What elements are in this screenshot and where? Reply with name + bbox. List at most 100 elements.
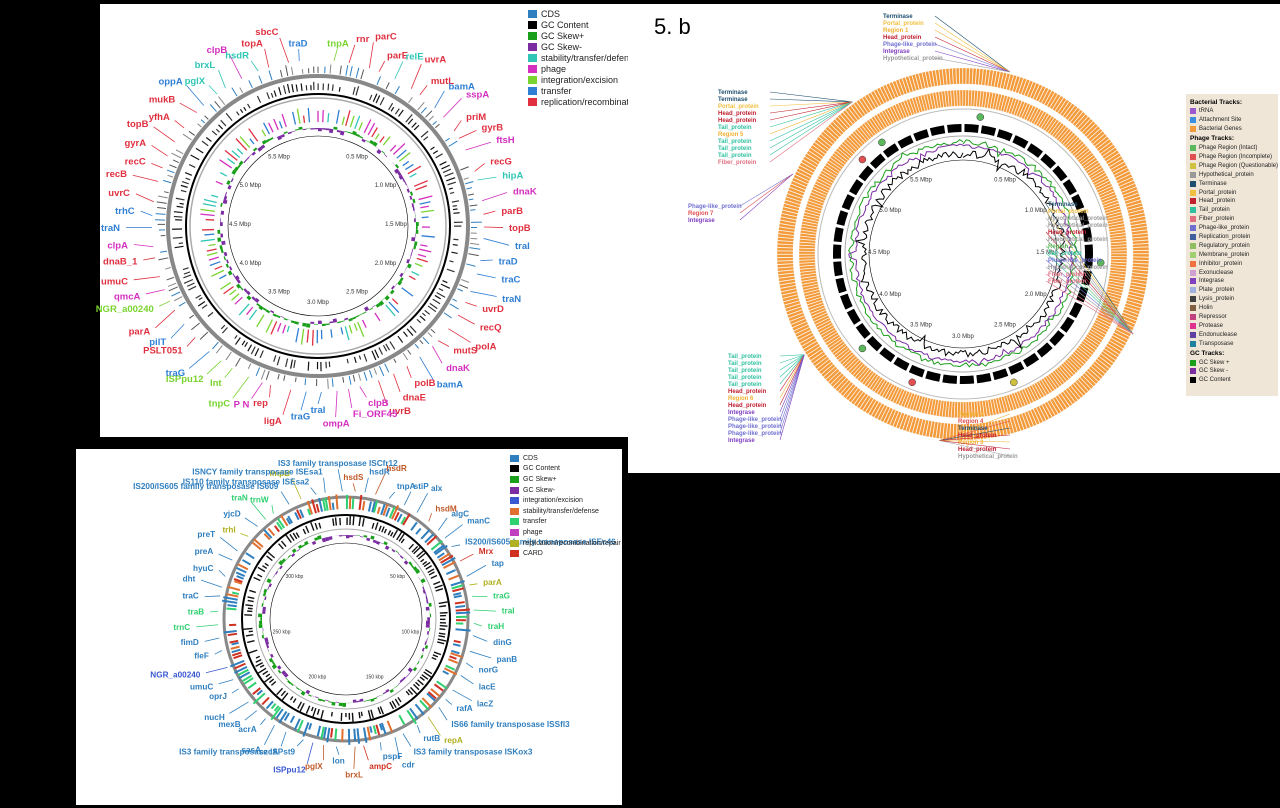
gc-skew (415, 222, 419, 226)
bacterial-gene (798, 248, 816, 252)
cds-feature (455, 611, 471, 615)
bacterial-gene (802, 286, 820, 294)
bacterial-gene (1125, 300, 1143, 308)
gc-bar (244, 341, 248, 348)
cds-feature (260, 369, 266, 380)
bacterial-gene (884, 383, 895, 400)
gene-label-leader (333, 48, 338, 61)
bacterial-gene (978, 422, 984, 440)
gene-label: clpA (107, 240, 128, 251)
bacterial-gene (899, 413, 908, 430)
cds-feature (248, 80, 253, 89)
gene-label-leader (473, 609, 496, 612)
gc-bar (259, 664, 265, 668)
gc-bar (405, 114, 413, 123)
gc-bar (263, 676, 273, 684)
bacterial-gene (832, 343, 847, 356)
scale-label: 2.5 Mbp (346, 290, 368, 296)
bacterial-gene (879, 381, 890, 397)
bacterial-gene (921, 396, 928, 414)
bacterial-gene (1110, 335, 1127, 346)
gc-skew (239, 286, 244, 291)
cds-feature (238, 671, 251, 680)
gene-label: pspF (383, 752, 403, 761)
mge-feature (408, 275, 416, 281)
gene-label: traD (499, 256, 518, 267)
bacterial-gene (886, 408, 896, 426)
bacterial-gene (807, 197, 825, 206)
gc-bar (435, 587, 444, 592)
bacterial-gene (911, 74, 920, 91)
bacterial-gene (868, 400, 880, 416)
bacterial-gene (778, 276, 796, 282)
legend-a-label: GC Skew+ (541, 30, 585, 41)
legend-b-item: Protease (1190, 321, 1278, 330)
gc-skew (268, 651, 270, 655)
bacterial-gene (801, 338, 818, 350)
bacterial-gene (1085, 334, 1102, 346)
gene-label-leader (282, 389, 292, 415)
cds-feature (448, 658, 459, 664)
legend-b-label: Holin (1199, 305, 1213, 312)
bacterial-gene (918, 396, 926, 413)
bacterial-gene (843, 383, 856, 399)
legend-b-swatch (1190, 296, 1196, 303)
annotation-leader (769, 91, 853, 103)
gene-label: trhI (222, 525, 235, 534)
bacterial-gene (935, 422, 942, 439)
bacterial-gene (1041, 403, 1053, 419)
gene-label-leader (196, 624, 219, 628)
bacterial-gene (848, 387, 861, 403)
gc-bar (413, 124, 420, 131)
gc-bar (285, 358, 289, 368)
scale-label: 0.5 Mbp (994, 177, 1016, 183)
bacterial-gene (778, 223, 796, 230)
bacterial-gene (779, 220, 796, 227)
mge-feature (235, 138, 248, 151)
gc-bar (397, 696, 402, 703)
gc-skew (251, 151, 256, 156)
gc-bar (389, 701, 395, 710)
legend-b-swatch (1190, 251, 1196, 258)
cds-feature (419, 339, 424, 345)
gc-content (853, 147, 1067, 358)
bacterial-gene (1050, 371, 1063, 387)
mge-feature (391, 298, 399, 305)
legend-b-item: Tail_protein (1190, 206, 1278, 215)
mge-feature (382, 136, 391, 146)
gene-label-leader (250, 60, 259, 72)
gc-skew (383, 541, 388, 546)
bacterial-gene (786, 306, 803, 315)
annotation-label: Region 1 (883, 28, 909, 34)
cds-feature (363, 371, 368, 381)
gc-bar (451, 251, 458, 255)
mge-feature (214, 265, 223, 270)
gc-skew (422, 651, 424, 655)
bacterial-gene (1077, 377, 1092, 392)
gc-skew (291, 553, 296, 558)
gc-bar (351, 712, 354, 723)
mge-feature (348, 324, 353, 334)
bacterial-gene (854, 128, 868, 144)
cds-feature (243, 677, 254, 685)
legend-b-item: Bacterial Genes (1190, 125, 1278, 134)
bacterial-gene (880, 406, 891, 423)
gc-bar (255, 662, 264, 667)
cds-feature (367, 501, 372, 512)
gene-label-leader (368, 42, 374, 69)
bacterial-gene (1097, 186, 1114, 196)
cds-feature (157, 195, 168, 199)
gc-bar (190, 154, 200, 161)
bacterial-gene (1011, 98, 1020, 116)
bacterial-gene (1060, 130, 1074, 145)
gene-label-leader (359, 386, 367, 398)
annotation-label: Region 5 (718, 132, 744, 138)
gc-skew (399, 272, 404, 278)
mge-feature (265, 319, 274, 333)
gc-bar (439, 628, 446, 631)
bacterial-gene (919, 419, 926, 436)
gc-skew (338, 535, 343, 537)
mge-feature (358, 122, 363, 131)
legend-a-swatch (528, 31, 537, 40)
bacterial-gene (1085, 162, 1101, 174)
